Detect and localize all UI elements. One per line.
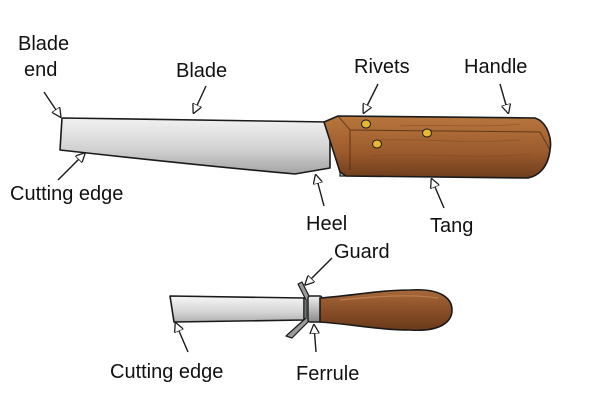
label-blade: Blade [176,60,227,82]
callout-arrows [43,83,508,353]
handle-bevel [337,115,551,170]
skiving-knife [169,281,453,339]
handle2-highlight [339,295,439,301]
arrow-blade-end [43,91,60,116]
arrow-handle [499,83,508,112]
arrow-ferrule [314,326,316,353]
arrow-cutting-edge-bottom [176,324,189,353]
blade2-shape [169,295,305,323]
label-guard: Guard [334,241,390,263]
rivet-3 [422,128,432,138]
label-tang: Tang [430,215,473,237]
label-cutting-edge-top: Cutting edge [10,183,123,205]
blade-shape [59,117,331,175]
rivet-1 [361,119,371,129]
label-blade-end-line1: Blade [18,33,69,55]
label-rivets: Rivets [354,56,410,78]
arrow-tang [432,180,445,209]
arrow-rivets [364,83,379,112]
guard-shape [285,281,311,339]
handle2-shape [319,288,453,332]
arrow-cutting-edge-top [57,154,84,181]
labels: Blade end Blade Rivets Handle Cutting ed… [10,33,527,385]
label-cutting-edge-bottom: Cutting edge [110,361,223,383]
shoe-knife [59,115,552,179]
arrow-heel [316,176,325,207]
label-heel: Heel [306,213,347,235]
handle-grain [369,123,531,157]
rivet-2 [372,139,382,149]
label-handle: Handle [464,56,527,78]
arrow-guard [306,257,333,284]
label-ferrule: Ferrule [296,363,359,385]
arrow-blade [194,85,207,112]
label-blade-end-line2: end [24,59,57,81]
